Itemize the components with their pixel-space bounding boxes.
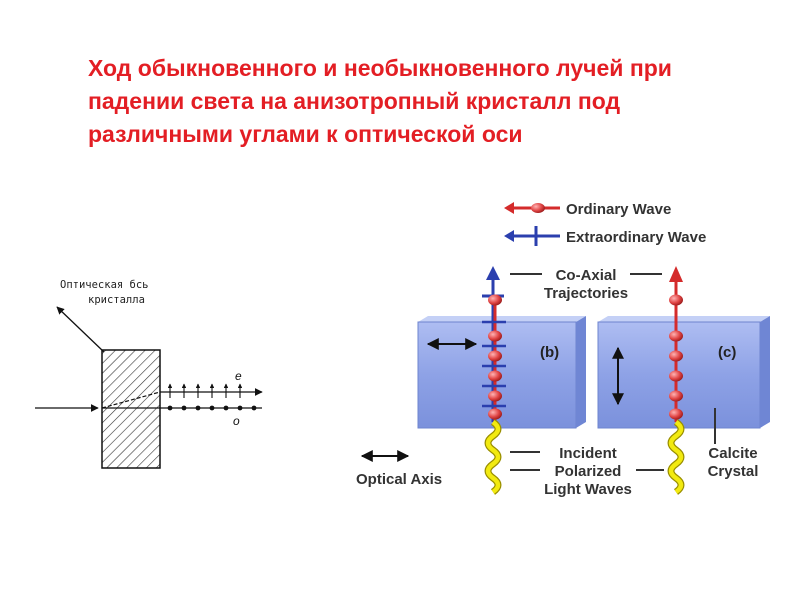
incident-wave-b [485, 420, 501, 494]
coaxial-label-line2: Trajectories [544, 285, 628, 302]
o-polarization-dot [251, 405, 257, 411]
beam-c-ordinary-arrowhead [669, 266, 683, 282]
crystal-c-side-face [760, 316, 770, 428]
ordinary-wave-ball [669, 350, 683, 362]
legend-extraordinary-label: Extraordinary Wave [566, 229, 706, 246]
e-label: e [235, 369, 242, 383]
o-polarization-dot [237, 405, 243, 411]
calcite-label-line2: Crystal [708, 463, 759, 480]
legend-extraordinary-arrowhead [504, 230, 514, 242]
panel-b-label: (b) [540, 344, 559, 361]
title-line-2: падении света на анизотропный кристалл п… [88, 88, 621, 114]
ordinary-wave-ball [669, 408, 683, 420]
beam-b-extraordinary-arrowhead [486, 266, 500, 280]
crystal-b-top-face [418, 316, 586, 322]
ordinary-wave-ball [488, 390, 502, 402]
o-label: o [233, 414, 240, 428]
title-line-3: различными углами к оптической оси [88, 121, 523, 147]
legend: Ordinary Wave Extraordinary Wave [504, 201, 706, 246]
beam-b-extraordinary-ticks [482, 320, 506, 408]
title-line-1: Ход обыкновенного и необыкновенного луче… [88, 55, 672, 81]
ordinary-wave-ball [488, 370, 502, 382]
beam-b [482, 266, 506, 422]
incident-label-line1: Incident [559, 445, 617, 462]
beam-b-ordinary-balls [488, 294, 502, 420]
extraordinary-polarization-marks [167, 383, 243, 398]
o-polarization-dot [223, 405, 229, 411]
crystal-b-side-face [576, 316, 586, 428]
crystal-plate [101, 349, 161, 469]
optic-axis-label-line2: кристалла [88, 294, 145, 306]
crystal-c-top-face [598, 316, 770, 322]
ordinary-wave-ball [488, 350, 502, 362]
beam-c-ordinary-balls [669, 294, 683, 420]
ordinary-wave-ball [669, 294, 683, 306]
ordinary-wave-ball [669, 390, 683, 402]
o-polarization-dot [167, 405, 173, 411]
right-diagram: Ordinary Wave Extraordinary Wave Co-Axia… [356, 201, 770, 498]
incident-label-line3: Light Waves [544, 481, 632, 498]
legend-ordinary-ball [531, 203, 545, 213]
left-diagram: Оптическая бсь кристалла e o [35, 279, 263, 469]
legend-ordinary-label: Ordinary Wave [566, 201, 671, 218]
calcite-label-line1: Calcite [708, 445, 757, 462]
optic-axis-label-line1: Оптическая бсь [60, 279, 149, 291]
optic-axis-arrow [56, 306, 105, 353]
incident-label-line2: Polarized [555, 463, 622, 480]
ordinary-wave-ball [488, 408, 502, 420]
optical-axis-label: Optical Axis [356, 471, 442, 488]
ordinary-polarization-marks [167, 405, 257, 411]
incident-wave-c [668, 420, 684, 494]
crystal-b: (b) [417, 316, 586, 429]
extraordinary-ray-inside [101, 391, 161, 409]
ordinary-wave-ball [669, 330, 683, 342]
legend-ordinary-arrowhead [504, 202, 514, 214]
o-polarization-dot [195, 405, 201, 411]
panel-c-label: (c) [718, 344, 736, 361]
slide-title: Ход обыкновенного и необыкновенного луче… [88, 52, 768, 151]
ordinary-wave-ball [488, 294, 502, 306]
beam-c [669, 266, 683, 422]
o-polarization-dot [181, 405, 187, 411]
ordinary-wave-ball [488, 330, 502, 342]
ordinary-wave-ball [669, 370, 683, 382]
crystal-c: (c) [597, 316, 770, 429]
coaxial-label-line1: Co-Axial [556, 267, 617, 284]
o-polarization-dot [209, 405, 215, 411]
